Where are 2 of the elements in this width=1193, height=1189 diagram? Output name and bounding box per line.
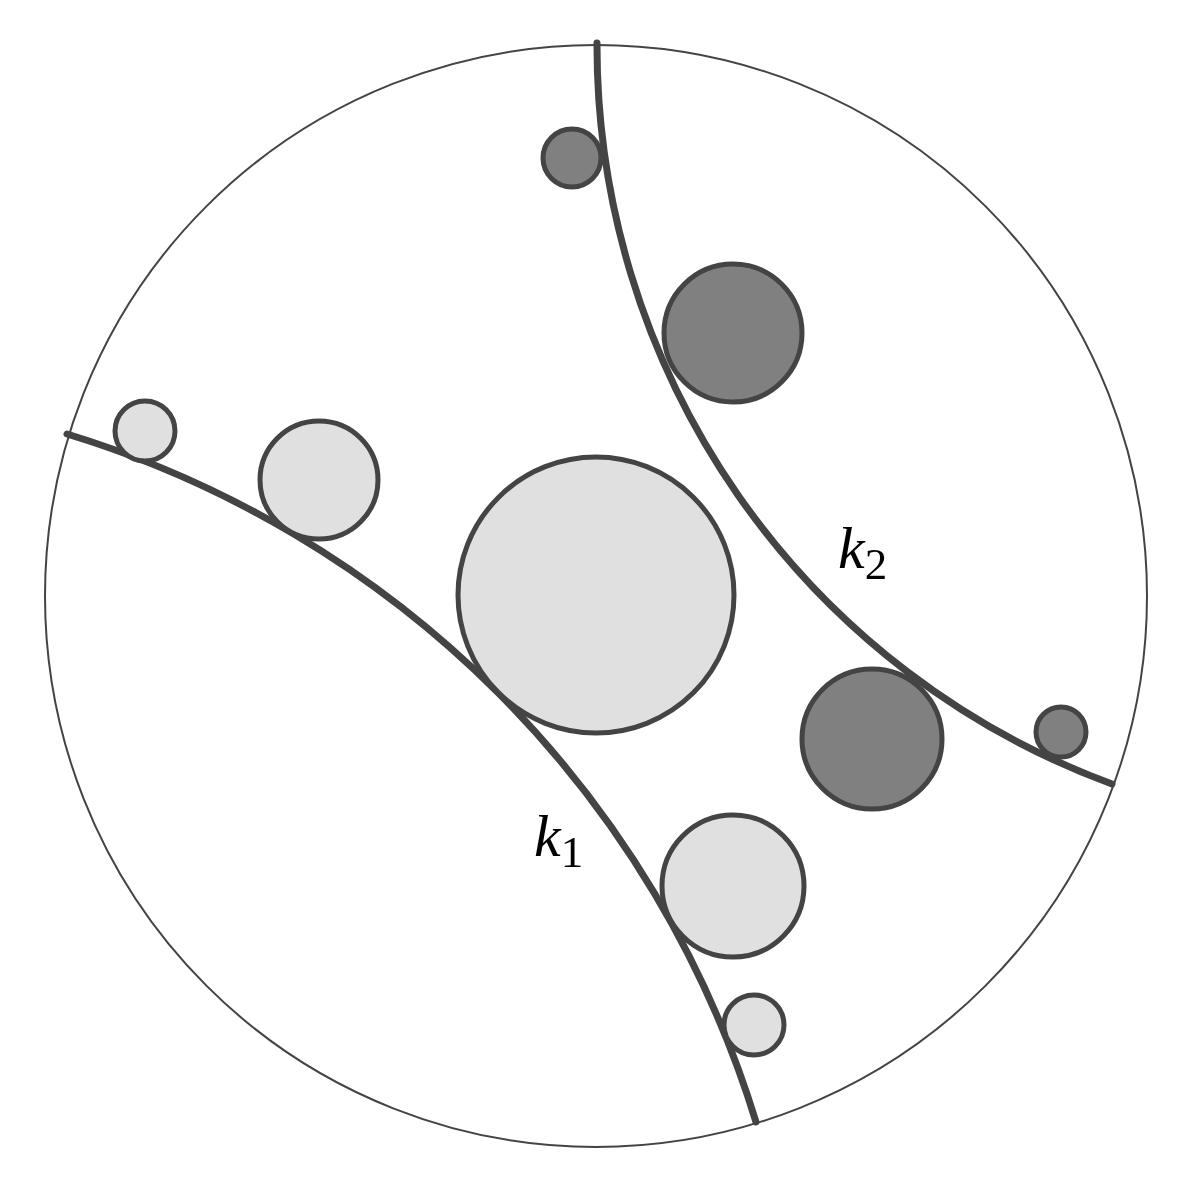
geodesic-label: k$_{2}$ bbox=[838, 518, 888, 578]
geodesic-label: k$_{1}$ bbox=[534, 806, 584, 866]
